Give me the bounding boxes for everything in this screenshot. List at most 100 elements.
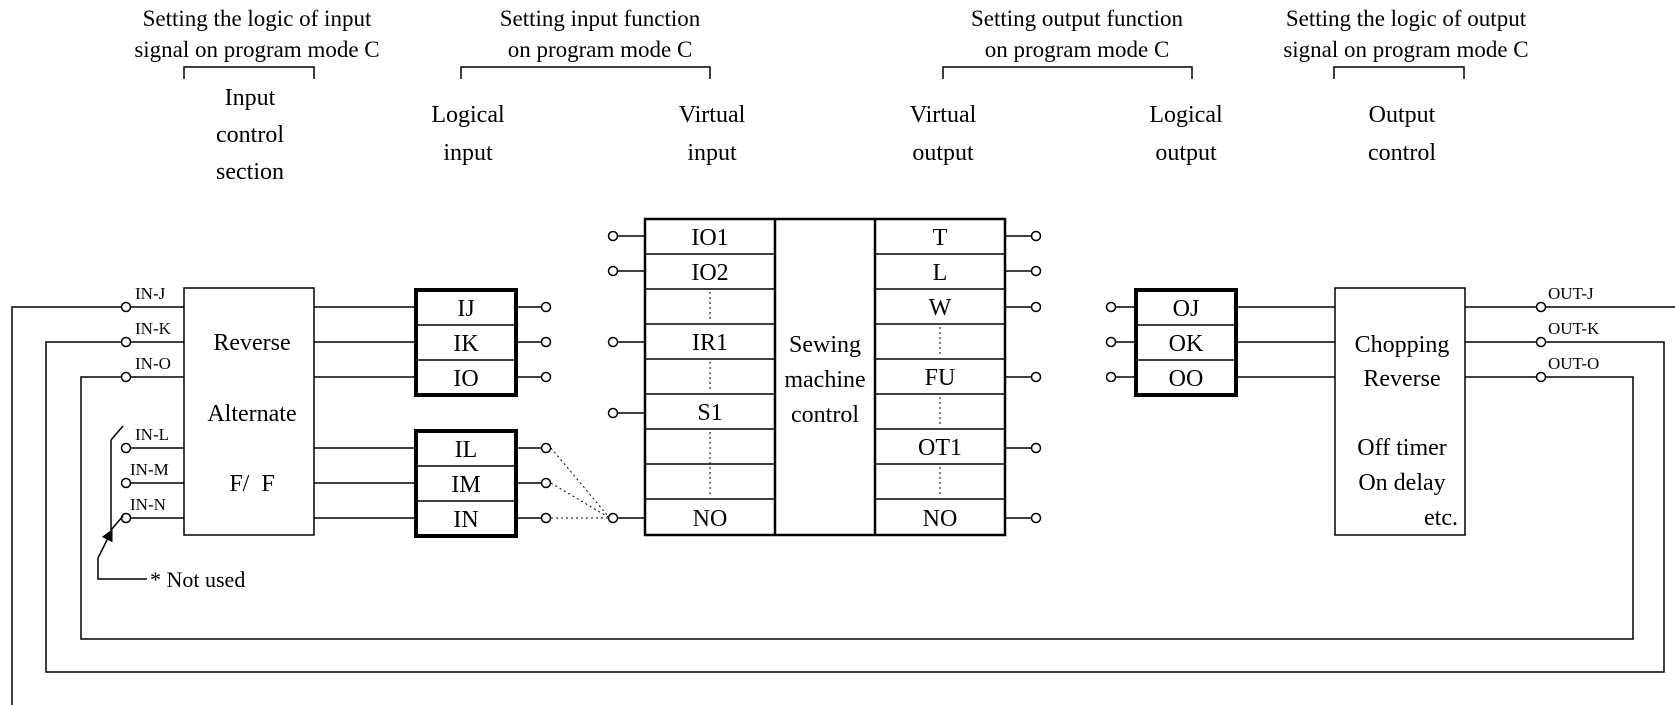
input-control-ff: F/ F (229, 471, 274, 497)
virtual-input-cell: IR1 (692, 330, 728, 356)
terminal[interactable] (607, 512, 619, 524)
logical-input-terminals (540, 301, 552, 524)
column-virtual-input-label: Virtual input (679, 102, 746, 166)
column-label-line: Virtual (910, 102, 977, 128)
column-output-control-label: Output control (1368, 102, 1436, 166)
input-pin-in-o[interactable] (120, 371, 132, 383)
output-control-reverse: Reverse (1363, 366, 1440, 392)
column-input-control-label: Input control section (216, 85, 284, 185)
input-pin-in-j[interactable] (120, 301, 132, 313)
column-logical-input-label: Logical input (431, 102, 505, 166)
column-logical-output-label: Logical output (1149, 102, 1223, 166)
virtual-input-cell: S1 (697, 400, 722, 426)
column-label-line: input (687, 140, 737, 166)
header-input-logic: Setting the logic of input signal on pro… (134, 6, 380, 79)
input-pin-labels: IN-J IN-K IN-O IN-L IN-M IN-N (130, 284, 172, 514)
sewing-control-label: control (791, 402, 859, 428)
virtual-input-cell: IO2 (691, 260, 728, 286)
header-input-function: Setting input function on program mode C (460, 6, 711, 79)
output-pins (1535, 301, 1547, 383)
terminal[interactable] (540, 336, 552, 348)
logical-input-group-2: IL IM IN (414, 429, 518, 538)
header-output-function-line2: on program mode C (985, 37, 1170, 62)
logical-output-cell: OJ (1173, 296, 1200, 322)
header-output-function-bracket (942, 66, 1193, 79)
not-used-note: * Not used (150, 567, 245, 592)
header-output-function-line1: Setting output function (971, 6, 1184, 31)
terminal[interactable] (540, 442, 552, 454)
logical-input-cell: IM (451, 472, 480, 498)
column-label-line: input (443, 140, 493, 166)
terminal[interactable] (607, 265, 619, 277)
output-pin-out-j[interactable] (1535, 301, 1547, 313)
input-control-block: Reverse Alternate F/ F (183, 287, 315, 536)
virtual-output-cell: T (933, 225, 948, 251)
terminal[interactable] (1030, 301, 1042, 313)
terminal[interactable] (1105, 301, 1117, 313)
output-pin-out-k[interactable] (1535, 336, 1547, 348)
input-pin-in-l[interactable] (120, 442, 132, 454)
output-pin-out-o[interactable] (1535, 371, 1547, 383)
terminal[interactable] (1030, 265, 1042, 277)
terminal[interactable] (540, 477, 552, 489)
input-pin-label: IN-J (135, 284, 166, 303)
virtual-output-cell: L (933, 260, 948, 286)
terminal[interactable] (1030, 371, 1042, 383)
column-label-line: Output (1369, 102, 1436, 128)
sewing-control-label: Sewing (789, 332, 861, 358)
terminal[interactable] (607, 407, 619, 419)
column-label-line: control (1368, 140, 1436, 166)
terminal[interactable] (1030, 512, 1042, 524)
input-pin-in-n[interactable] (120, 512, 132, 524)
terminal[interactable] (1030, 230, 1042, 242)
header-input-logic-line1: Setting the logic of input (143, 6, 372, 31)
output-control-chopping: Chopping (1355, 332, 1450, 358)
logical-input-cell: IK (453, 331, 479, 357)
loop-out-k-in-k (45, 341, 1665, 673)
header-output-function: Setting output function on program mode … (942, 6, 1193, 79)
column-label-line: Virtual (679, 102, 746, 128)
feedback-loops (11, 306, 1675, 705)
logical-input-cell: IL (455, 437, 478, 463)
column-label-line: section (216, 159, 284, 185)
terminal[interactable] (540, 512, 552, 524)
terminal[interactable] (607, 336, 619, 348)
logical-input-cell: IN (453, 507, 478, 533)
input-pin-label: IN-L (135, 425, 169, 444)
output-control-block: Chopping Reverse Off timer On delay etc. (1334, 287, 1466, 536)
header-input-function-line2: on program mode C (508, 37, 693, 62)
input-pin-label: IN-K (135, 319, 172, 338)
column-label-line: Logical (1149, 102, 1223, 128)
column-label-line: Logical (431, 102, 505, 128)
output-pin-labels: OUT-J OUT-K OUT-O (1548, 284, 1600, 373)
input-pin-label: IN-O (135, 354, 171, 373)
loop-out-o-in-o (80, 376, 1634, 640)
output-control-on-delay: On delay (1358, 470, 1445, 496)
virtual-input-cell: IO1 (691, 225, 728, 251)
input-pin-label: IN-N (130, 495, 166, 514)
output-pin-label: OUT-J (1548, 284, 1594, 303)
input-control-to-logical-wires (314, 306, 416, 519)
terminal[interactable] (540, 301, 552, 313)
logical-output-group: OJ OK OO (1134, 288, 1238, 397)
input-pins (120, 301, 132, 524)
header-input-function-bracket (460, 66, 711, 79)
assignment-dotted-lines (550, 447, 609, 519)
output-control-off-timer: Off timer (1357, 435, 1447, 461)
header-output-logic: Setting the logic of output signal on pr… (1283, 6, 1529, 79)
terminal[interactable] (1030, 442, 1042, 454)
logical-to-output-control-wires (1236, 306, 1335, 378)
terminal[interactable] (540, 371, 552, 383)
output-pin-wires (1465, 306, 1536, 378)
logical-input-cell: IJ (457, 296, 474, 322)
terminal[interactable] (1105, 371, 1117, 383)
terminal[interactable] (607, 230, 619, 242)
virtual-input-cell: NO (693, 506, 728, 532)
input-pin-in-m[interactable] (120, 477, 132, 489)
logical-output-cell: OK (1169, 331, 1204, 357)
terminal[interactable] (1105, 336, 1117, 348)
input-pin-in-k[interactable] (120, 336, 132, 348)
output-pin-label: OUT-K (1548, 319, 1600, 338)
column-label-line: output (1155, 140, 1217, 166)
